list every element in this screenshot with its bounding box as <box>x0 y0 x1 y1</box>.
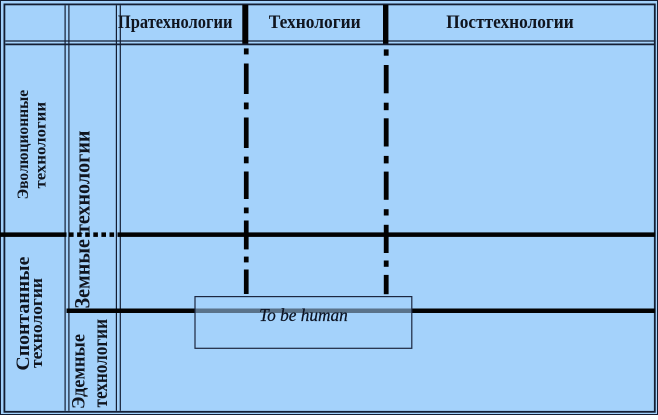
svg-text:Посттехнологии: Посттехнологии <box>446 12 573 33</box>
svg-text:To be human: To be human <box>259 305 348 325</box>
svg-text:Спонтанные: Спонтанные <box>14 257 34 371</box>
svg-text:технологии: технологии <box>33 102 50 189</box>
svg-text:Эволюционные: Эволюционные <box>15 90 32 200</box>
svg-text:технологии: технологии <box>90 319 112 408</box>
svg-text:Технологии: Технологии <box>269 12 361 33</box>
svg-text:Пратехнологии: Пратехнологии <box>118 12 233 33</box>
svg-text:технологии: технологии <box>27 278 46 368</box>
svg-text:Земные технологии: Земные технологии <box>70 130 95 308</box>
svg-text:Эдемные: Эдемные <box>69 334 90 409</box>
